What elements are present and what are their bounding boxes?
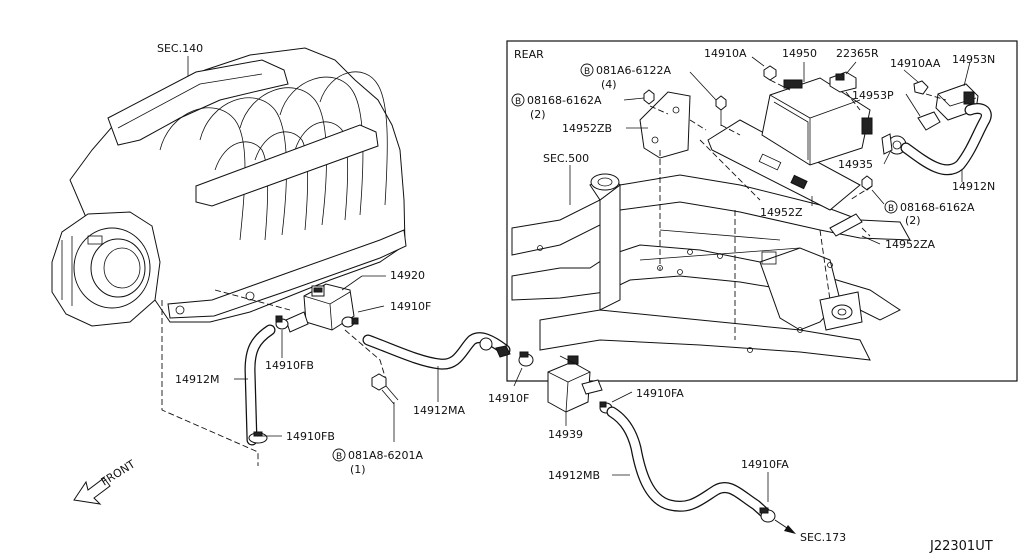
front-arrow-icon (73, 477, 111, 505)
bolt-081A8 (371, 373, 399, 405)
bolt-marker-icon (511, 93, 525, 107)
bolt-callout-081A8: B 081A8-6201A (1) (332, 448, 423, 476)
sec500-label: SEC.500 (543, 152, 589, 165)
label-08168-6162A-left: 08168-6162A (527, 94, 602, 107)
label-14950: 14950 (782, 47, 817, 60)
label-08168-left-qty: (2) (530, 108, 546, 121)
label-14952Z: 14952Z (760, 206, 803, 219)
label-14910A: 14910A (704, 47, 747, 60)
rear-label: REAR (514, 48, 544, 61)
svg-text:B: B (515, 97, 521, 107)
bracket-14952ZA (829, 213, 863, 237)
sec173-label: SEC.173 (800, 531, 846, 544)
sec173-arrow-icon (774, 519, 796, 534)
purge-valve-14920 (285, 283, 355, 333)
bolt-callout-08168-right: B 08168-6162A (2) (871, 189, 975, 227)
inset-bolts (643, 65, 929, 191)
bolt-callout-081A6: B 081A6-6122A (4) (580, 63, 717, 101)
label-14953N: 14953N (952, 53, 995, 66)
bolt-marker-icon (884, 200, 898, 214)
clamp-14910F-upper (341, 316, 359, 328)
label-14910FA-upper: 14910FA (636, 387, 684, 400)
svg-text:B: B (584, 67, 590, 77)
label-14912MA: 14912MA (413, 404, 465, 417)
label-081A6-qty: (4) (601, 78, 617, 91)
label-08168-6162A-right: 08168-6162A (900, 201, 975, 214)
intake-manifold (51, 47, 407, 327)
frame-rails (511, 173, 911, 361)
label-08168-right-qty: (2) (905, 214, 921, 227)
bolt-marker-icon (580, 63, 594, 77)
hose-end-fitting (479, 337, 511, 358)
label-14935: 14935 (838, 158, 873, 171)
label-14912M: 14912M (175, 373, 219, 386)
filter-14939 (547, 355, 603, 413)
label-14910F-lower: 14910F (488, 392, 529, 405)
bolt-callout-08168-left: B 08168-6162A (2) (511, 93, 645, 121)
label-14952ZA: 14952ZA (885, 238, 936, 251)
label-14910F-upper: 14910F (390, 300, 431, 313)
sec140-label: SEC.140 (157, 42, 203, 55)
fitting-14935 (881, 133, 907, 155)
clamp-14910FB-lower (248, 431, 268, 444)
svg-text:B: B (888, 204, 894, 214)
label-14953P: 14953P (852, 89, 894, 102)
part-14953P (917, 111, 941, 131)
label-14952ZB: 14952ZB (562, 122, 612, 135)
canister-14950 (761, 71, 873, 166)
rear-inset: REAR SEC.500 (506, 40, 1018, 382)
diagram-id: J22301UT (929, 539, 993, 554)
label-14920: 14920 (390, 269, 425, 282)
label-14912MB: 14912MB (548, 469, 600, 482)
label-081A6-6122A: 081A6-6122A (596, 64, 671, 77)
front-label: FRONT (99, 457, 138, 488)
label-14910AA: 14910AA (890, 57, 941, 70)
svg-text:B: B (336, 452, 342, 462)
label-22365R: 22365R (836, 47, 879, 60)
canister-bracket (707, 119, 861, 211)
label-14910FA-lower: 14910FA (741, 458, 789, 471)
label-081A8-qty: (1) (350, 463, 366, 476)
label-14910FB-lower: 14910FB (286, 430, 335, 443)
bolt-marker-icon (332, 448, 346, 462)
label-081A8-6201A: 081A8-6201A (348, 449, 423, 462)
label-14912N: 14912N (952, 180, 995, 193)
clamp-14910FA-lower (759, 507, 776, 523)
clamp-14910F-lower (518, 351, 534, 367)
clamp-14910FB-upper (275, 315, 289, 330)
label-14910FB-upper: 14910FB (265, 359, 314, 372)
label-14939: 14939 (548, 428, 583, 441)
